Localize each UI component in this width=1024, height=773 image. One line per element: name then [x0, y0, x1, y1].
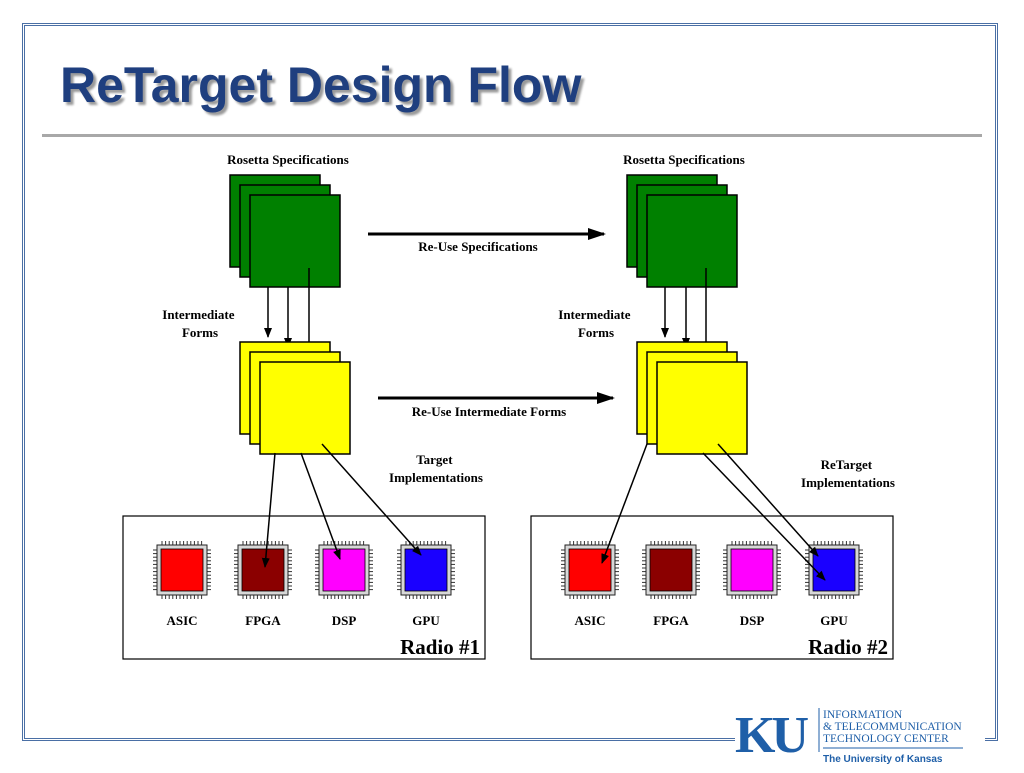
- intermediate-stack-right: [636, 341, 748, 455]
- chip-label: FPGA: [653, 613, 689, 628]
- intermediate-to-chip-arrows-right: [601, 443, 826, 581]
- target-impl-label: Target Implementations: [389, 452, 483, 485]
- rosetta-label-right: Rosetta Specifications: [623, 152, 745, 167]
- chip-dsp: DSP: [315, 541, 373, 628]
- intermediate-stack-left: [239, 341, 351, 455]
- radio2-name: Radio #2: [808, 635, 888, 659]
- chip-label: FPGA: [245, 613, 281, 628]
- radio1-name: Radio #1: [400, 635, 480, 659]
- chip-fpga: FPGA: [234, 541, 292, 628]
- ku-letters: KU: [735, 707, 808, 764]
- rosetta-label-left: Rosetta Specifications: [227, 152, 349, 167]
- chip-label: GPU: [820, 613, 848, 628]
- chip-label: GPU: [412, 613, 440, 628]
- spec-stack-left: [229, 174, 341, 288]
- logo-line-1: INFORMATION: [823, 709, 903, 721]
- chip-asic: ASIC: [153, 541, 211, 628]
- chip-label: ASIC: [166, 613, 197, 628]
- slide-frame: [22, 23, 998, 741]
- logo-line-2: & TELECOMMUNICATION: [823, 721, 962, 733]
- radio1-chips: ASIC FPGA DSP GPU: [153, 541, 455, 628]
- spec-stack-right: [626, 174, 738, 288]
- chip-label: ASIC: [574, 613, 605, 628]
- reuse-specs-label: Re-Use Specifications: [418, 239, 538, 254]
- radio2-chips: ASIC FPGA DSP GPU: [561, 541, 863, 628]
- logo-line-3: TECHNOLOGY CENTER: [823, 733, 949, 745]
- chip-label: DSP: [332, 613, 357, 628]
- radio2-box: [530, 515, 894, 660]
- chip-dsp: DSP: [723, 541, 781, 628]
- intermediate-label-right: Intermediate Forms: [558, 307, 633, 340]
- slide-title: ReTarget Design Flow: [60, 57, 582, 113]
- chip-gpu: GPU: [397, 541, 455, 628]
- chip-fpga: FPGA: [642, 541, 700, 628]
- retarget-impl-label: ReTarget Implementations: [801, 457, 895, 490]
- logo-line-4: The University of Kansas: [823, 754, 943, 765]
- ku-itc-logo: KU INFORMATION & TELECOMMUNICATION TECHN…: [735, 702, 985, 768]
- chip-asic: ASIC: [561, 541, 619, 628]
- intermediate-to-chip-arrows-left: [261, 443, 422, 568]
- chip-gpu: GPU: [805, 541, 863, 628]
- radio1-box: [122, 515, 486, 660]
- intermediate-label-left: Intermediate Forms: [162, 307, 237, 340]
- chip-label: DSP: [740, 613, 765, 628]
- reuse-intermediate-label: Re-Use Intermediate Forms: [412, 404, 567, 419]
- title-divider: [42, 134, 982, 137]
